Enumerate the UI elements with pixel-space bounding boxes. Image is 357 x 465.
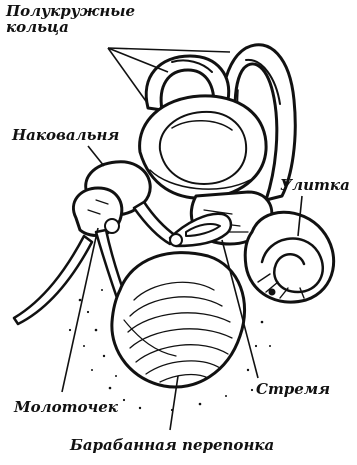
cochlea-drawing <box>245 212 333 302</box>
label-cochlea: Улитка <box>280 178 350 194</box>
tympanic-membrane-drawing <box>112 253 245 387</box>
label-stapes: Стремя <box>256 382 330 398</box>
label-semicircular-canals: Полукружные кольца <box>6 4 135 36</box>
label-malleus: Молоточек <box>14 400 118 416</box>
label-incus: Наковальня <box>12 128 119 144</box>
label-tympanic-membrane: Барабанная перепонка <box>70 438 274 454</box>
